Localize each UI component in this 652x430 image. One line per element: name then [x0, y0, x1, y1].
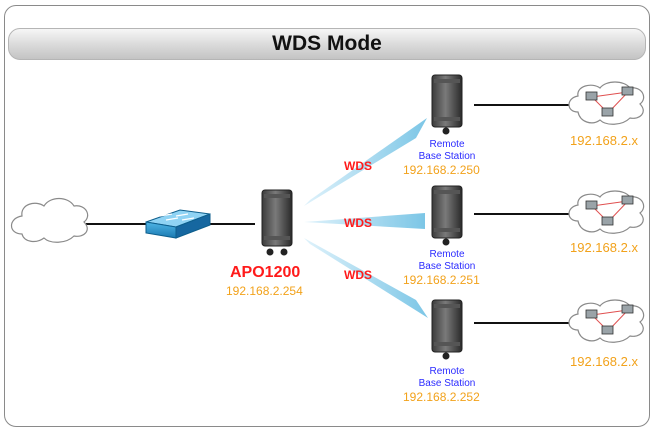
wds-beam-3	[304, 238, 428, 318]
network-ip: 192.168.2.x	[570, 133, 638, 148]
lan-cloud-icon	[568, 299, 645, 343]
wds-label-1: WDS	[344, 159, 372, 173]
access-point-icon	[431, 74, 463, 135]
network-ip: 192.168.2.x	[570, 354, 638, 369]
lan-cloud-icon	[568, 190, 645, 234]
wds-beam-2	[304, 213, 425, 229]
wds-label-3: WDS	[344, 268, 372, 282]
remote-ip: 192.168.2.252	[403, 390, 480, 404]
remote-label-line1: Remote	[429, 139, 465, 150]
remote-label-line2: Base Station	[418, 378, 476, 389]
lan-cloud-icon	[568, 81, 645, 125]
diagram-frame	[4, 5, 650, 427]
diagram-title: WDS Mode	[8, 28, 646, 60]
remote-label-line2: Base Station	[418, 261, 476, 272]
access-point-icon	[431, 299, 463, 360]
remote-label-line1: Remote	[429, 366, 465, 377]
wds-beam-1	[304, 118, 427, 206]
switch-icon	[145, 209, 211, 239]
network-ip: 192.168.2.x	[570, 240, 638, 255]
remote-ip: 192.168.2.250	[403, 163, 480, 177]
remote-label-line2: Base Station	[418, 151, 476, 162]
remote-ip: 192.168.2.251	[403, 273, 480, 287]
wds-label-2: WDS	[344, 216, 372, 230]
access-point-icon	[431, 185, 463, 246]
remote-label-line1: Remote	[429, 249, 465, 260]
cloud-icon	[10, 197, 89, 243]
main-device-ip: 192.168.2.254	[226, 284, 303, 298]
main-device-name: APO1200	[230, 264, 301, 281]
access-point-icon	[261, 189, 293, 256]
